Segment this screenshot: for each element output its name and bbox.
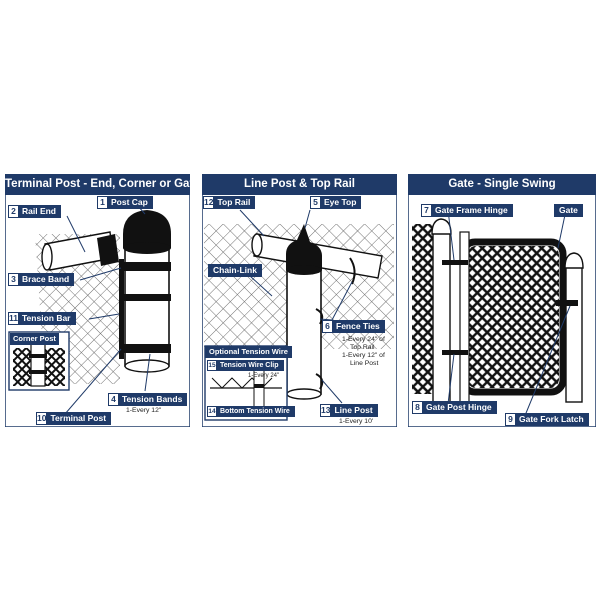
callout-text: Brace Band [22,274,70,284]
panel-terminal-post: Terminal Post - End, Corner or Gate 2 Rai… [5,174,190,427]
callout-text: Corner Post [13,334,56,343]
callout-text: Top Rail [217,197,251,207]
label-optional-tension-wire: Optional Tension Wire [205,346,292,358]
callout-number: 4 [109,394,118,405]
terminal-post-illustration [5,174,190,427]
callout-text: Rail End [22,206,57,216]
callout-number: 9 [506,414,515,425]
callout-text: Eye Top [324,197,357,207]
callout-text: Gate Fork Latch [519,414,584,424]
callout-number: 10 [37,413,47,424]
line-post-illustration [202,174,397,427]
label-tension-bar: 11 Tension Bar [8,312,76,325]
callout-text: Post Cap [111,197,148,207]
callout-number: 7 [422,205,431,216]
label-gate-post-hinge: 8 Gate Post Hinge [412,401,497,414]
note-tension-wire-clip: 1-Every 24" [248,373,280,379]
callout-number: 15 [208,361,216,370]
panel-title: Terminal Post - End, Corner or Gate [5,174,190,195]
callout-text: Gate Post Hinge [426,402,492,412]
callout-number: 13 [321,405,331,416]
callout-text: Bottom Tension Wire [220,408,290,415]
callout-number: 3 [9,274,18,285]
callout-text: Tension Bar [22,313,71,323]
label-bottom-tension-wire: 14 Bottom Tension Wire [207,406,295,417]
callout-text: Line Post [334,405,373,415]
note-tension-bands: 1-Every 12" [126,407,162,414]
callout-number: 5 [311,197,320,208]
note-fence-ties-2: Top Rail [350,344,375,351]
label-gate-frame-hinge: 7 Gate Frame Hinge [421,204,513,217]
callout-text: Gate Frame Hinge [435,205,508,215]
label-gate-fork-latch: 9 Gate Fork Latch [505,413,589,426]
note-fence-ties-3: 1-Every 12" of [342,352,385,359]
callout-number: 1 [98,197,107,208]
callout-text: Tension Bands [122,394,183,404]
gate-illustration [408,174,596,427]
label-corner-post: Corner Post [10,333,59,345]
label-brace-band: 3 Brace Band [8,273,75,286]
callout-text: Tension Wire Clip [220,362,279,369]
label-gate: Gate [554,204,583,217]
panel-title: Line Post & Top Rail [202,174,397,195]
callout-number: 11 [9,313,18,324]
panel-title: Gate - Single Swing [408,174,596,195]
callout-number: 14 [208,407,216,416]
callout-number: 8 [413,402,422,413]
label-tension-wire-clip: 15 Tension Wire Clip [207,360,284,371]
callout-text: Chain-Link [213,265,257,275]
label-rail-end: 2 Rail End [8,205,62,218]
callout-text: Fence Ties [336,321,380,331]
callout-text: Gate [559,205,578,215]
label-fence-ties: 6 Fence Ties [322,320,385,333]
panel-gate: Gate - Single Swing 7 Gate Frame Hinge Ga… [408,174,596,427]
eye-top-shape [286,224,322,270]
label-eye-top: 5 Eye Top [310,196,362,209]
gate-frame-shape [459,231,567,403]
callout-number: 12 [204,197,214,208]
callout-number: 6 [323,321,332,332]
label-chain-link: Chain-Link [208,264,262,277]
post-cap-shape [123,210,171,248]
note-fence-ties-4: Line Post [350,360,379,367]
note-line-post: 1-Every 10' [339,418,374,425]
callout-number: 2 [9,206,18,217]
top-rail-shape [41,231,114,271]
label-post-cap: 1 Post Cap [97,196,153,209]
label-tension-bands: 4 Tension Bands [108,393,188,406]
note-fence-ties-1: 1-Every 24" of [342,336,385,343]
callout-text: Optional Tension Wire [209,347,288,356]
callout-text: Terminal Post [50,413,107,423]
